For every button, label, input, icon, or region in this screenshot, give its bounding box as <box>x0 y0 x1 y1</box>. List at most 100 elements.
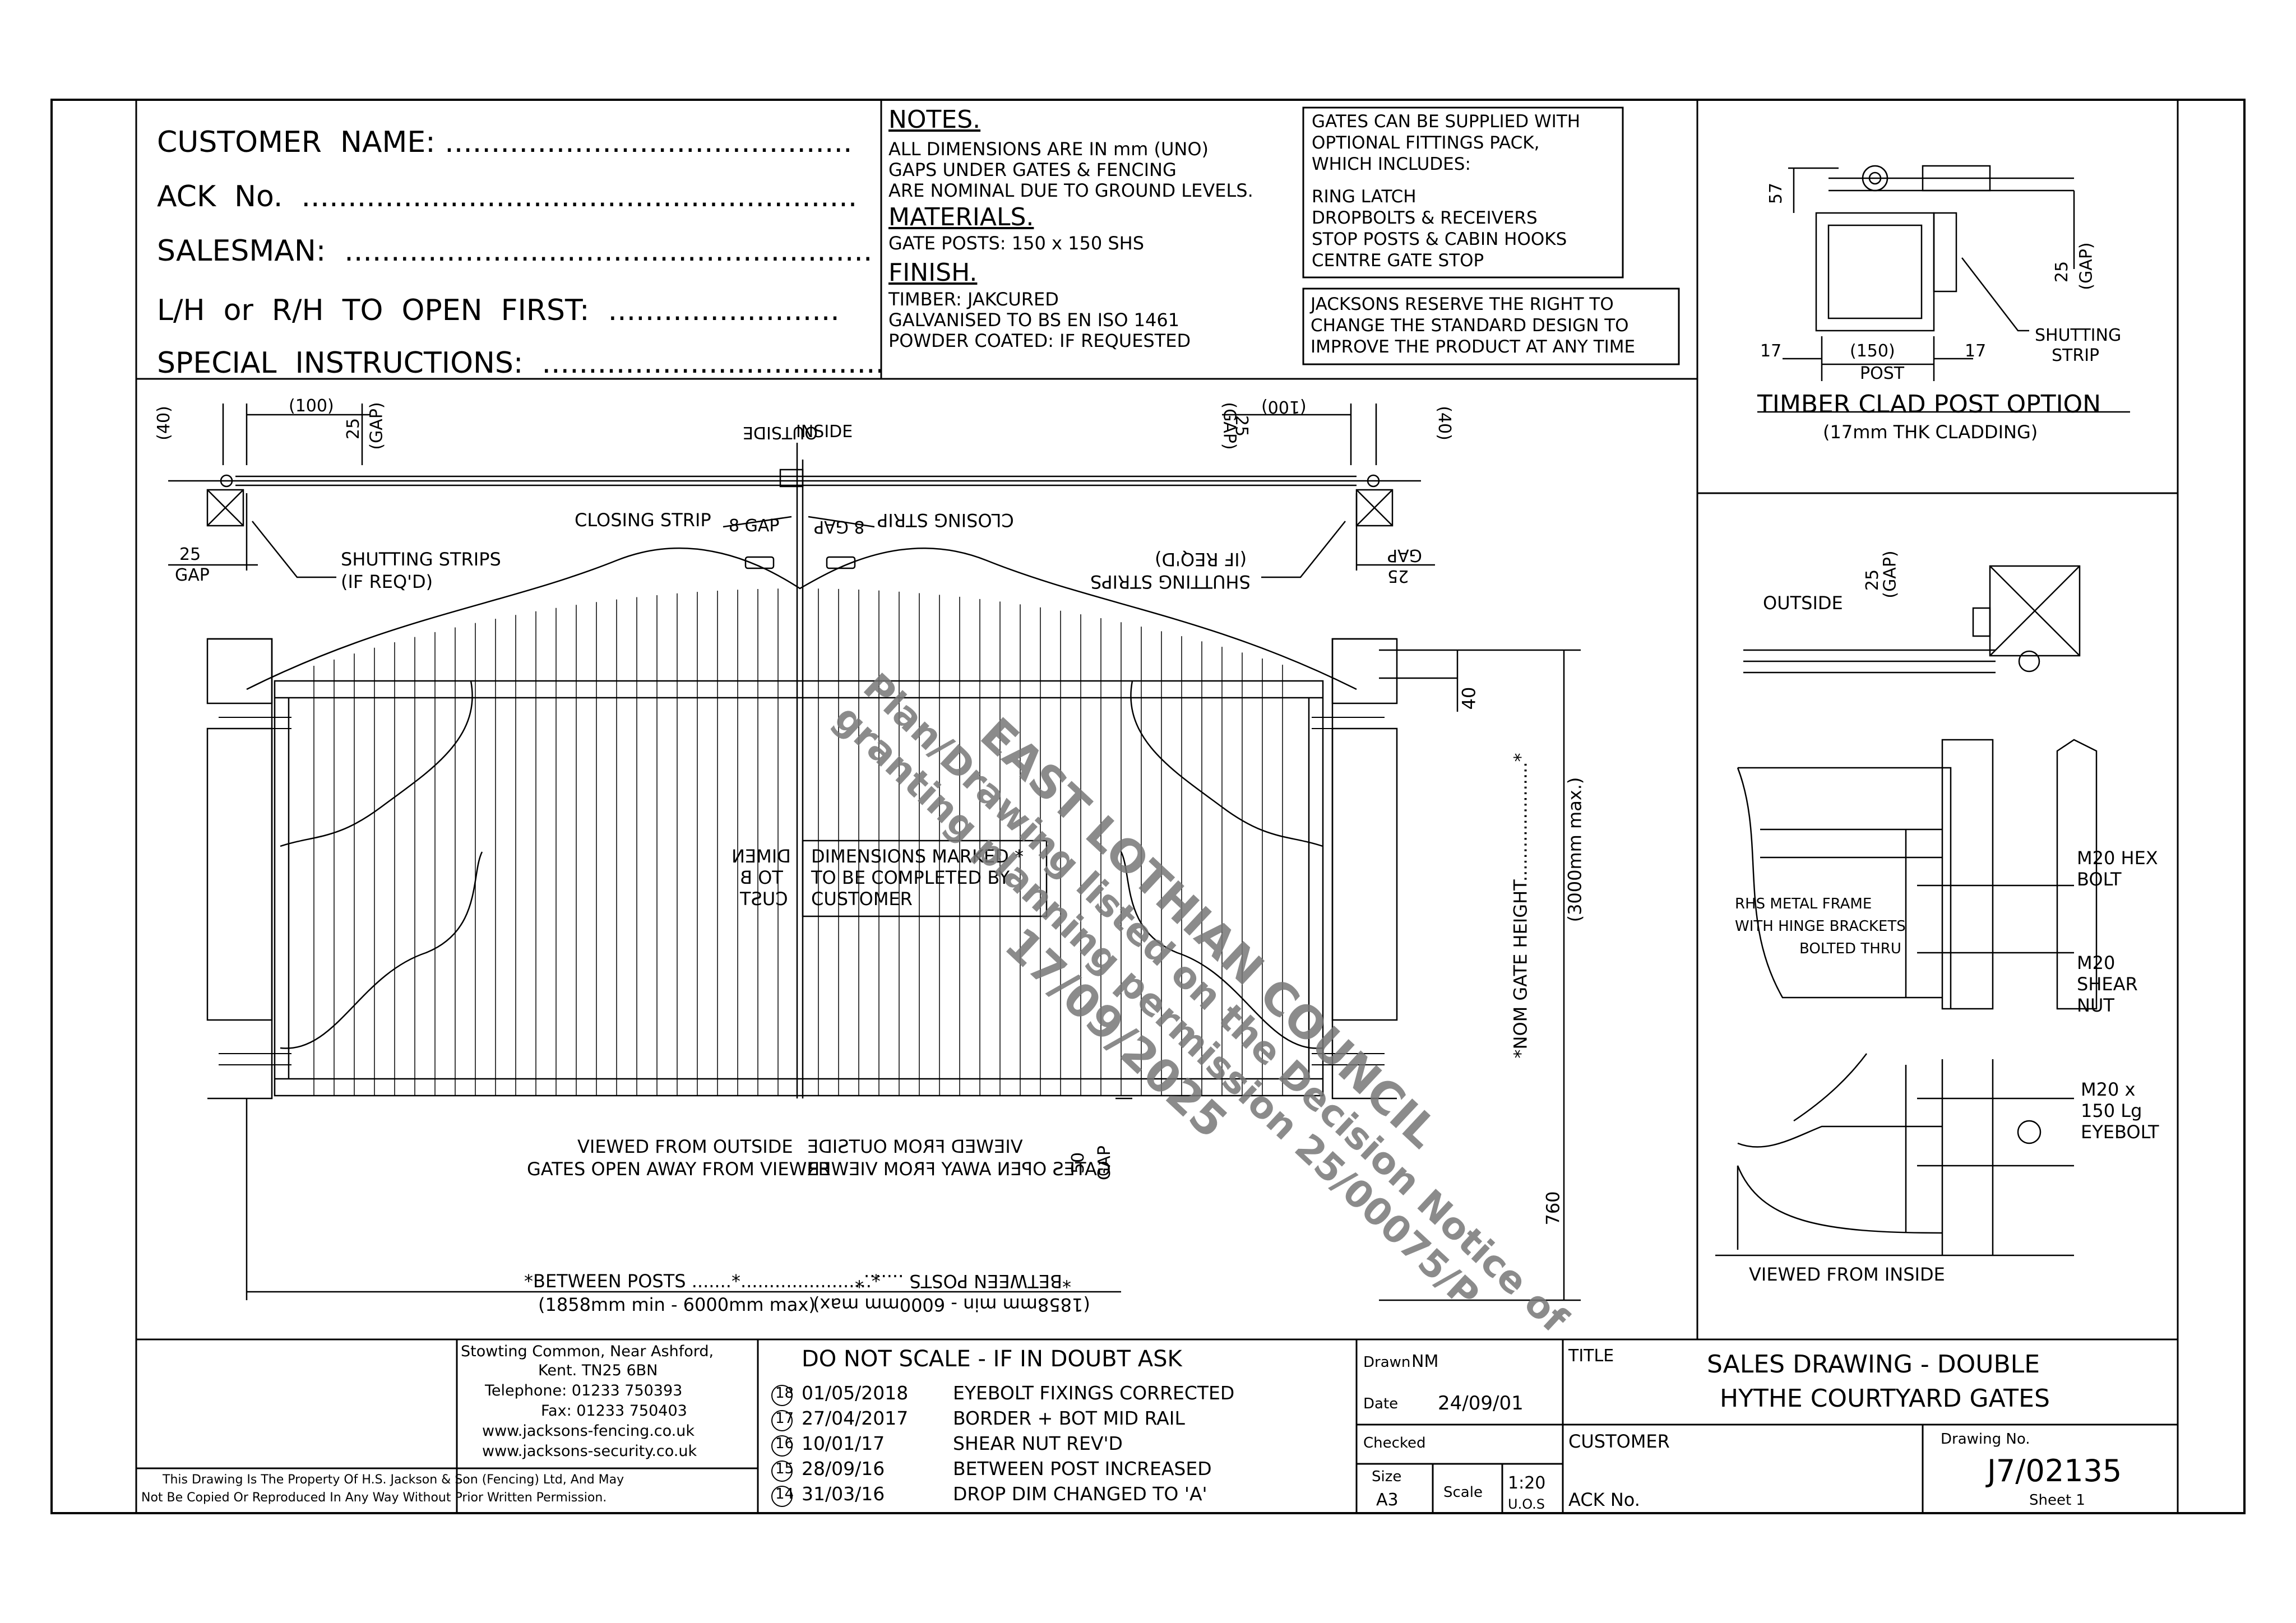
reserve-box <box>1302 287 1680 365</box>
plan-dim-100l: (100) <box>289 396 334 416</box>
scale-label: Scale <box>1443 1484 1483 1501</box>
between-posts-label: *BETWEEN POSTS .......*.................… <box>524 1270 881 1292</box>
reserve-line-3: IMPROVE THE PRODUCT AT ANY TIME <box>1311 337 1636 357</box>
post-gap: (GAP) <box>2076 242 2096 290</box>
gap8-right: 8 GAP <box>814 517 865 536</box>
post-label: POST <box>1860 364 1905 383</box>
fittings-line-3: WHICH INCLUDES: <box>1312 154 1471 174</box>
date-label: Date <box>1363 1395 1399 1412</box>
shutting-strips-left-2: (IF REQ'D) <box>341 571 433 592</box>
rhs-frame-3: BOLTED THRU <box>1799 940 1901 957</box>
hinge-gap: (GAP) <box>1880 550 1900 599</box>
property-line-2: Not Be Copied Or Reproduced In Any Way W… <box>141 1491 607 1505</box>
eyebolt-2: 150 Lg <box>2081 1100 2142 1121</box>
closing-strip-left: CLOSING STRIP <box>575 509 711 531</box>
fittings-line-2: OPTIONAL FITTINGS PACK, <box>1312 133 1540 153</box>
date-value: 24/09/01 <box>1438 1392 1524 1415</box>
ack-no-field: ACK No. ................................… <box>157 180 858 214</box>
reserve-line-1: JACKSONS RESERVE THE RIGHT TO <box>1311 294 1614 314</box>
dims-marked-mirror-1: DIMEN <box>732 846 791 867</box>
size-label: Size <box>1372 1468 1402 1485</box>
post-dim-150: (150) <box>1850 341 1895 361</box>
notes-line-2: GAPS UNDER GATES & FENCING <box>888 159 1177 180</box>
gate-boards <box>313 588 1283 1096</box>
revision-description: DROP DIM CHANGED TO 'A' <box>953 1483 1207 1505</box>
salesman-field: SALESMAN: ..............................… <box>157 234 873 268</box>
address-line-6: www.jacksons-security.co.uk <box>482 1443 697 1460</box>
plan-gap-r: (GAP) <box>1219 402 1239 450</box>
revision-description: BORDER + BOT MID RAIL <box>953 1407 1185 1429</box>
gate-elevation <box>206 548 1398 1100</box>
rhs-frame-1: RHS METAL FRAME <box>1735 896 1872 912</box>
plan-view <box>168 404 1435 1098</box>
revision-date: 27/04/2017 <box>802 1407 909 1429</box>
checked-label: Checked <box>1363 1435 1426 1452</box>
viewed-outside-left-1: VIEWED FROM OUTSIDE <box>577 1136 793 1157</box>
revision-date: 01/05/2018 <box>802 1382 909 1404</box>
elevation-dims <box>246 649 1581 1301</box>
gap25-right-2: GAP <box>1387 545 1422 565</box>
revision-markers <box>771 1385 793 1507</box>
drawn-value: NM <box>1411 1352 1439 1371</box>
materials-text: GATE POSTS: 150 x 150 SHS <box>888 233 1145 254</box>
notes-line-3: ARE NOMINAL DUE TO GROUND LEVELS. <box>888 180 1253 201</box>
post-option-detail <box>1757 165 2130 413</box>
plan-dim-100r: (100) <box>1261 397 1307 416</box>
dims-marked-1: DIMENSIONS MARKED * <box>811 846 1024 867</box>
address-line-5: www.jacksons-fencing.co.uk <box>482 1422 695 1440</box>
fittings-line-6: DROPBOLTS & RECEIVERS <box>1312 208 1538 228</box>
dims-marked-mirror-3: CUST <box>740 888 788 910</box>
eyebolt-1: M20 x <box>2081 1079 2136 1100</box>
revision-date: 31/03/16 <box>802 1483 885 1505</box>
post-dim-17b: 17 <box>1965 341 1987 361</box>
revision-description: EYEBOLT FIXINGS CORRECTED <box>953 1382 1235 1404</box>
shutting-strips-right-2: (IF REQ'D) <box>1155 549 1247 570</box>
viewed-from-inside: VIEWED FROM INSIDE <box>1749 1264 1945 1285</box>
address-line-1: Stowting Common, Near Ashford, <box>461 1343 714 1360</box>
gate-height-max: (3000mm max.) <box>1564 777 1586 922</box>
revision-date: 28/09/16 <box>802 1458 885 1480</box>
outer-border <box>50 99 2246 1514</box>
address-line-4: Fax: 01233 750403 <box>541 1402 687 1420</box>
gap25-left-1: 25 <box>179 545 201 564</box>
hinge-detail <box>1715 565 2098 1256</box>
hex-bolt-2: BOLT <box>2077 869 2122 890</box>
revision-number: 14 <box>775 1486 794 1503</box>
plan-gap-l: (GAP) <box>367 402 387 450</box>
plan-inside-label: INSIDE <box>796 422 853 442</box>
revision-date: 10/01/17 <box>802 1432 885 1454</box>
sheet-label: Sheet 1 <box>2029 1492 2085 1509</box>
do-not-scale: DO NOT SCALE - IF IN DOUBT ASK <box>802 1346 1182 1372</box>
title-label: TITLE <box>1568 1346 1614 1366</box>
shutting-strips-left-1: SHUTTING STRIPS <box>341 549 501 570</box>
between-range: (1858mm min - 6000mm max) <box>538 1294 816 1315</box>
size-value: A3 <box>1376 1490 1399 1510</box>
rhs-frame-2: WITH HINGE BRACKETS <box>1735 918 1906 935</box>
revision-number: 17 <box>775 1410 794 1427</box>
eyebolt-3: EYEBOLT <box>2081 1121 2159 1143</box>
special-instructions-field: SPECIAL INSTRUCTIONS: ..................… <box>157 346 885 380</box>
revision-number: 16 <box>775 1435 794 1452</box>
gate-height-label: *NOM GATE HEIGHT.....................* <box>1510 753 1531 1059</box>
hinge-bolts <box>219 717 1385 1065</box>
title-line-1: SALES DRAWING - DOUBLE <box>1707 1350 2040 1379</box>
fittings-line-7: STOP POSTS & CABIN HOOKS <box>1312 229 1567 249</box>
elev-dim-40: 40 <box>1458 687 1480 710</box>
shear-nut-1: M20 <box>2077 952 2116 973</box>
notes-title: NOTES. <box>888 105 981 134</box>
materials-title: MATERIALS. <box>888 203 1034 231</box>
viewed-outside-left-2: GATES OPEN AWAY FROM VIEWER <box>527 1158 831 1180</box>
drawing-no: J7/02135 <box>1987 1453 2122 1488</box>
shutting-strips-right-1: SHUTTING STRIPS <box>1090 571 1251 592</box>
address-line-3: Telephone: 01233 750393 <box>485 1382 683 1399</box>
property-line-1: This Drawing Is The Property Of H.S. Jac… <box>163 1473 624 1487</box>
revision-number: 18 <box>775 1385 794 1402</box>
fittings-line-1: GATES CAN BE SUPPLIED WITH <box>1312 112 1581 132</box>
scale-value: 1:20 <box>1508 1473 1546 1493</box>
revision-description: SHEAR NUT REV'D <box>953 1432 1123 1454</box>
shear-nut-2: SHEAR <box>2077 973 2138 995</box>
post-dim-25: 25 <box>2052 261 2072 283</box>
fittings-box <box>1302 106 1624 279</box>
fittings-line-8: CENTRE GATE STOP <box>1312 251 1484 271</box>
